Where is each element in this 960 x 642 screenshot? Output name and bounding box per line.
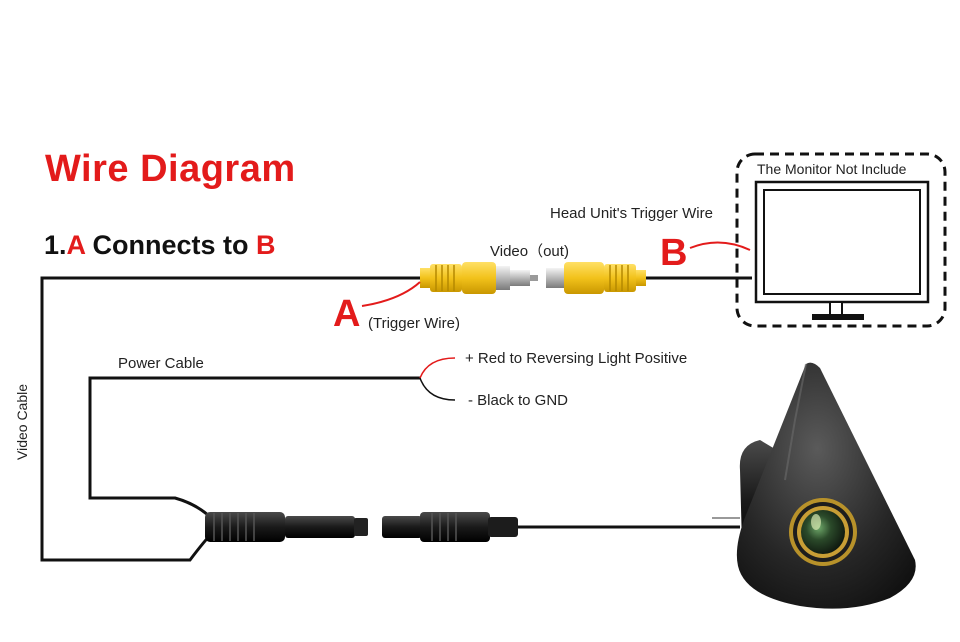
rca-male-connector — [420, 262, 538, 294]
head-unit-trigger-label: Head Unit's Trigger Wire — [550, 205, 713, 222]
black-gnd-label: - Black to GND — [468, 392, 569, 409]
head-unit-letter-b: B — [660, 232, 688, 274]
diagram-title: Wire Diagram — [45, 148, 296, 190]
connector-left — [205, 512, 368, 542]
power-cable — [88, 376, 420, 524]
red-wire — [419, 357, 456, 379]
camera-icon — [712, 362, 916, 609]
connector-right — [382, 512, 518, 542]
trigger-letter-a: A — [333, 293, 361, 335]
connection-instruction: 1.A Connects to B — [44, 230, 276, 261]
video-cable-label: Video Cable — [14, 383, 30, 460]
monitor-note: The Monitor Not Include — [757, 161, 907, 177]
black-wire — [419, 377, 456, 401]
red-positive-label: + Red to Reversing Light Positive — [465, 350, 688, 367]
instruction-to: B — [256, 230, 276, 260]
trigger-wire-label: (Trigger Wire) — [368, 315, 460, 332]
monitor-dashed-box — [735, 152, 947, 328]
video-out-label: Video（out) — [490, 243, 569, 260]
instruction-number: 1. — [44, 230, 67, 260]
monitor-icon — [754, 180, 930, 320]
instruction-middle: Connects to — [85, 230, 257, 260]
pointer-b — [689, 241, 751, 251]
pointer-a — [361, 281, 421, 307]
power-cable-label: Power Cable — [118, 355, 204, 372]
rca-female-connector — [546, 262, 646, 294]
instruction-from: A — [66, 230, 86, 260]
